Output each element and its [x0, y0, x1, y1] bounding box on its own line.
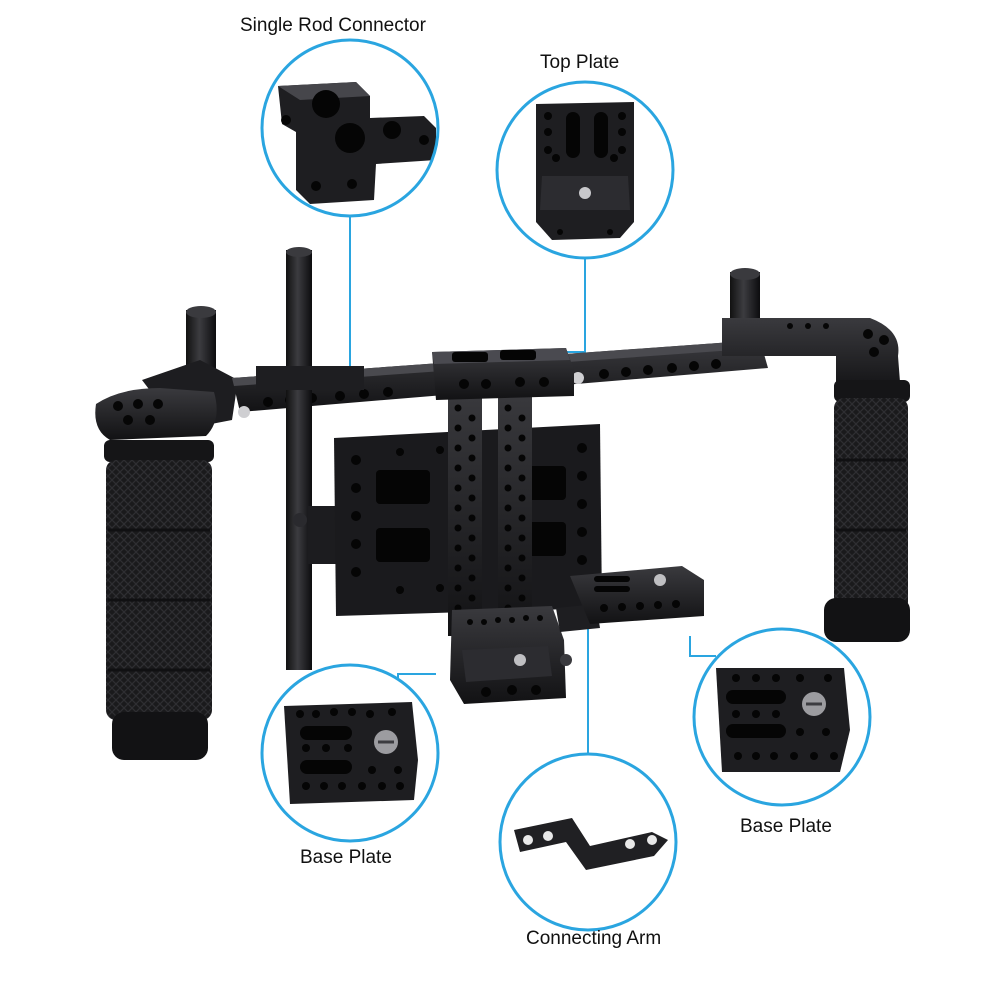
bottom-base-plate: [450, 606, 572, 704]
monitor-cage-rig: [95, 247, 910, 760]
callout-base-plate-right: [692, 627, 872, 807]
label-connecting-arm: Connecting Arm: [526, 928, 662, 949]
label-single-rod-connector: Single Rod Connector: [240, 15, 426, 36]
callout-top-plate: [495, 80, 675, 260]
label-base-plate-right: Base Plate: [740, 816, 832, 837]
label-top-plate: Top Plate: [540, 52, 620, 73]
callout-base-plate-left: [260, 663, 440, 843]
callout-single-rod-connector: [260, 38, 440, 218]
callout-connecting-arm: [498, 752, 678, 932]
right-handle: [722, 268, 910, 642]
vertical-bars: [448, 386, 532, 636]
top-plate-block: [432, 348, 574, 400]
label-base-plate-left: Base Plate: [300, 847, 392, 868]
side-base-plate: [556, 566, 704, 632]
left-handle: [95, 306, 238, 760]
